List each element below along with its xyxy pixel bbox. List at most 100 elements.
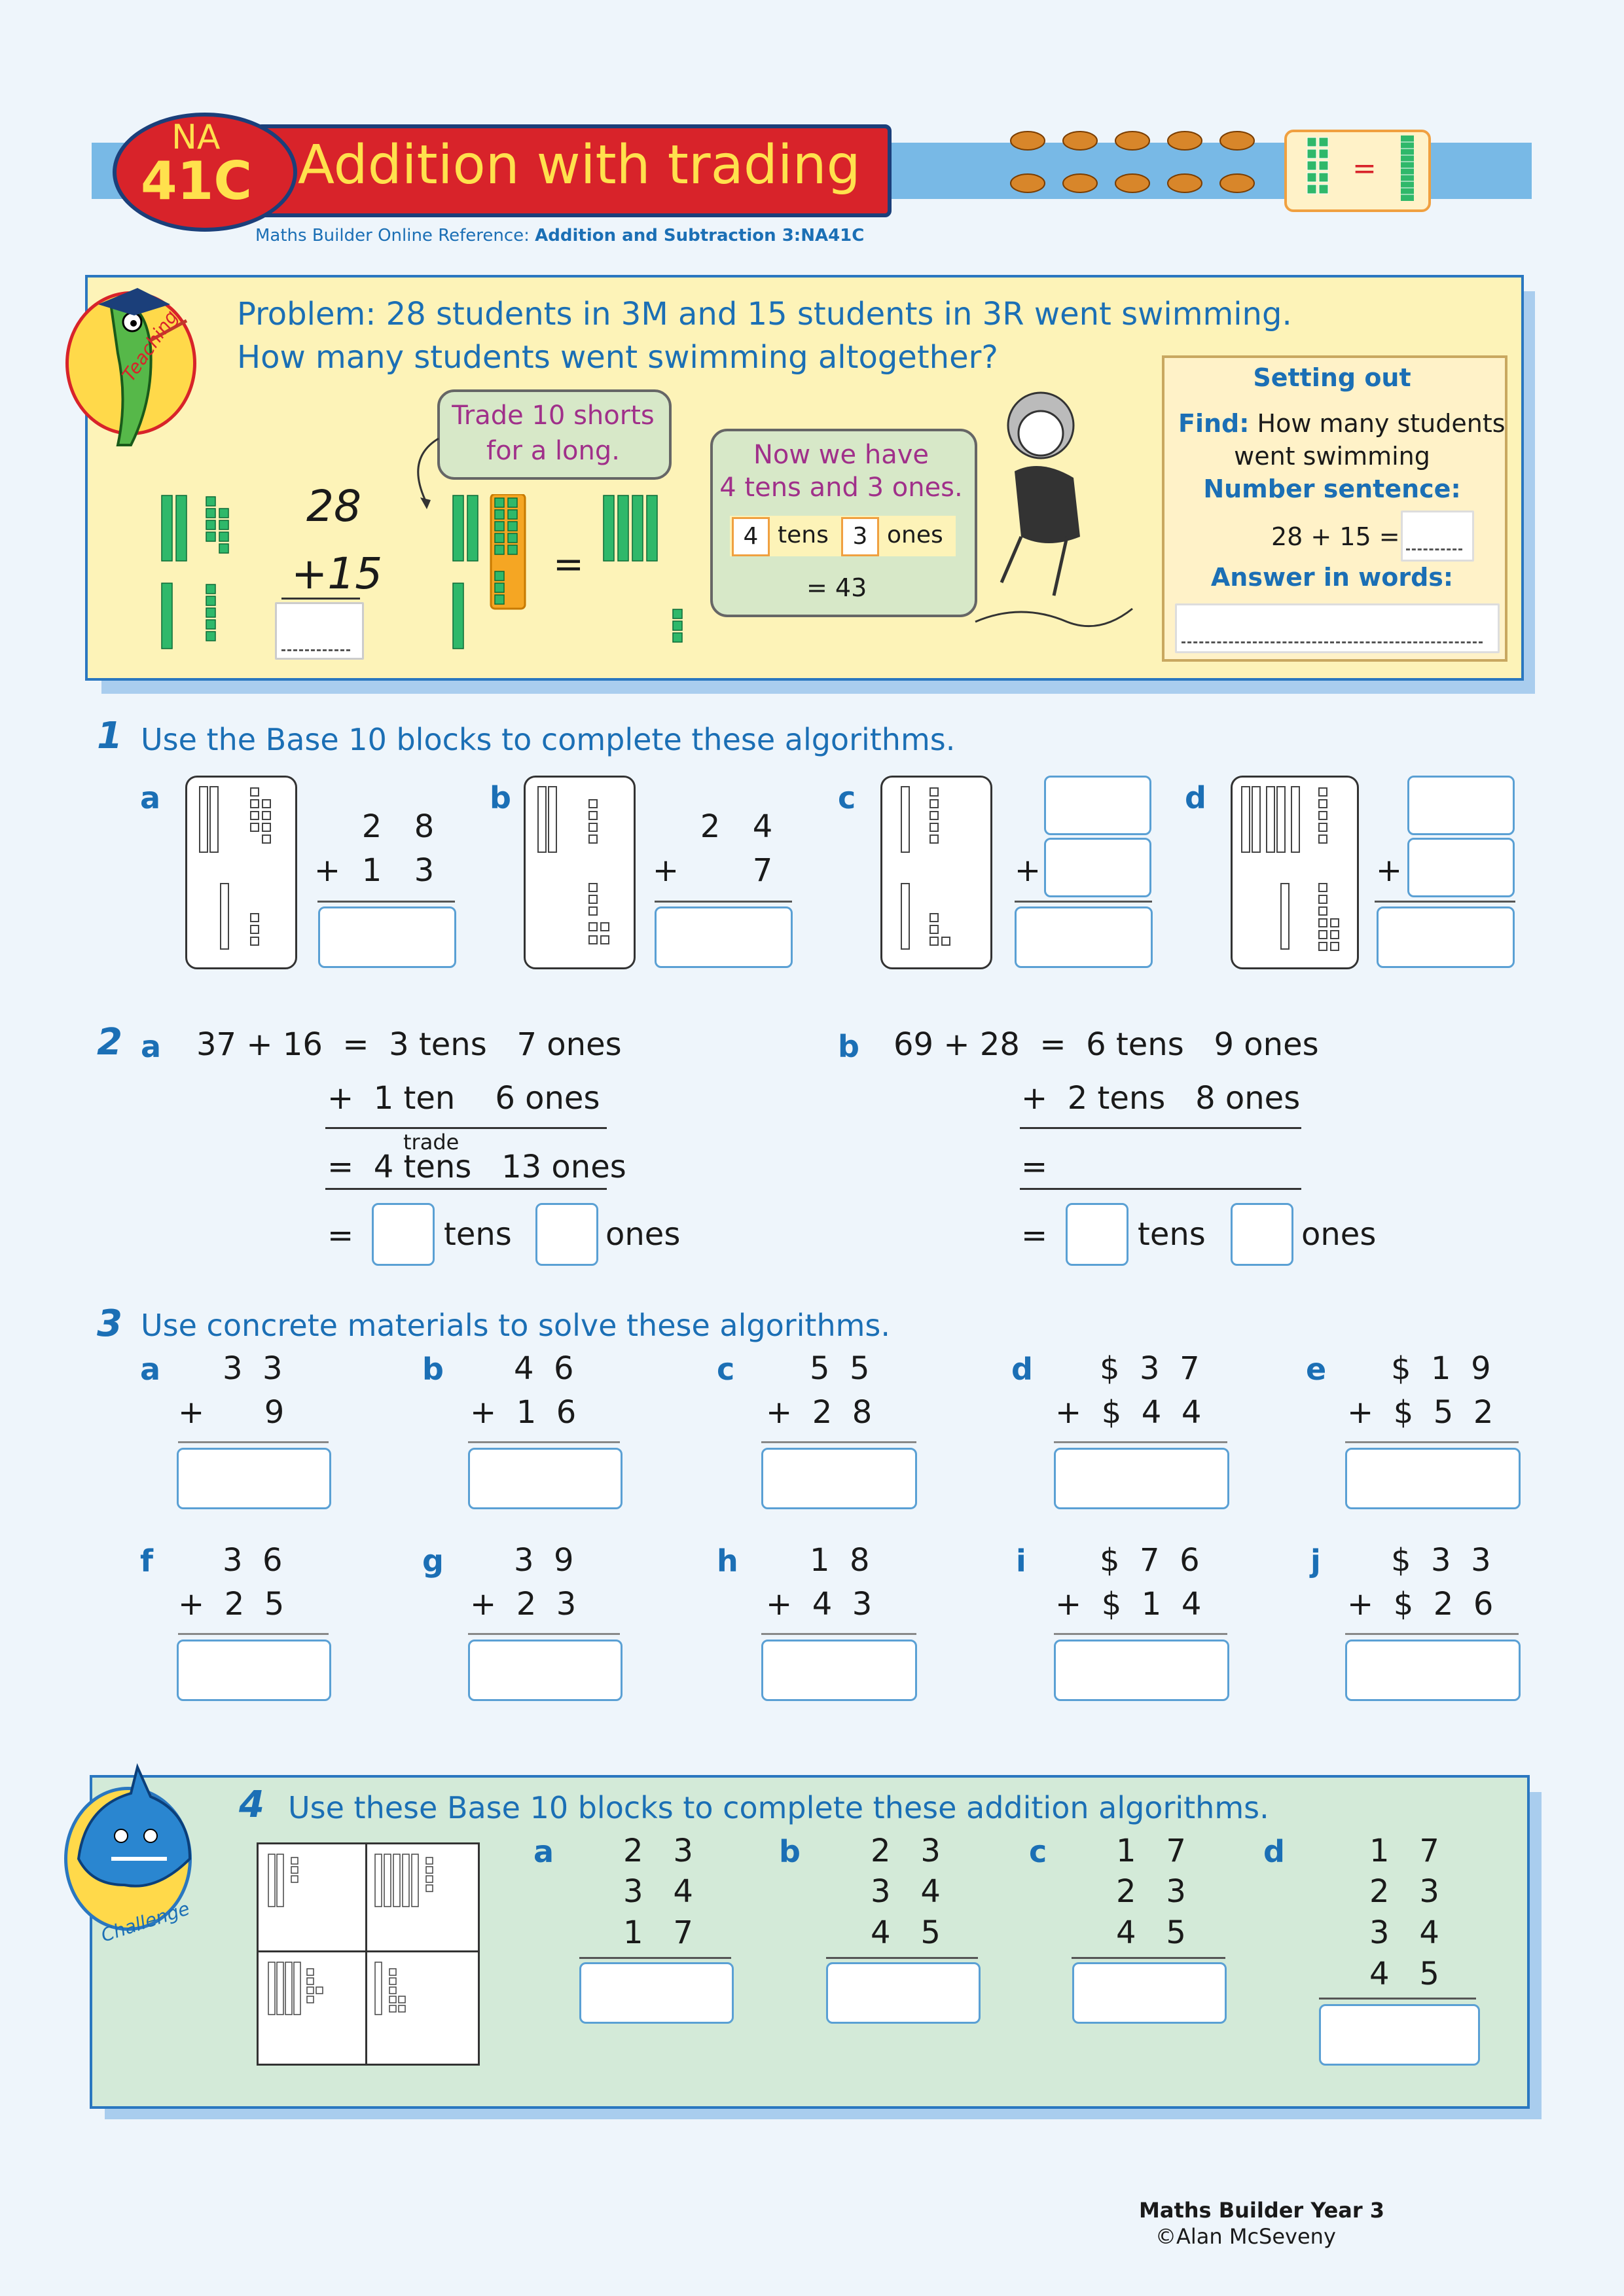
q1a-plus: + <box>314 852 341 889</box>
q1a-bottom-tens: 1 <box>361 852 382 889</box>
q4d-row1: 1 7 <box>1369 1833 1439 1869</box>
q1c-plus: + <box>1014 852 1041 889</box>
q4d-answer-box[interactable] <box>1319 2004 1480 2066</box>
q1a-line <box>317 901 455 903</box>
q3g-bottom: + 2 3 <box>470 1586 577 1623</box>
q1c-top-box[interactable] <box>1044 776 1151 835</box>
online-reference: Maths Builder Online Reference: Addition… <box>255 226 865 245</box>
q1b-line <box>655 901 792 903</box>
q4c-row3: 4 5 <box>1116 1914 1186 1951</box>
vertical-line <box>281 598 360 600</box>
q3i-top: $ 7 6 <box>1100 1542 1200 1579</box>
q3-number: 3 <box>97 1302 122 1345</box>
q1d-line <box>1375 901 1515 903</box>
q2-number: 2 <box>97 1021 122 1064</box>
q1d-top-box[interactable] <box>1407 776 1515 835</box>
q3f-top: 3 6 <box>223 1542 283 1579</box>
q4b-answer-box[interactable] <box>826 1962 981 2024</box>
tens-label: tens <box>778 522 829 548</box>
trade-bubble <box>437 389 672 480</box>
number-sentence-box[interactable] <box>1401 511 1474 562</box>
q2a-label: a <box>141 1029 162 1064</box>
q1d-bottom-box[interactable] <box>1407 838 1515 897</box>
q1a-top-ones: 8 <box>414 808 435 845</box>
shorts-icon <box>1307 137 1329 194</box>
q2a-ones-label: ones <box>605 1216 681 1253</box>
q3i-answer-box[interactable] <box>1054 1640 1229 1701</box>
q3e-bottom: + $ 5 2 <box>1347 1394 1494 1431</box>
q3g-answer-box[interactable] <box>468 1640 623 1701</box>
q3h-top: 1 8 <box>810 1542 870 1579</box>
q2a-line3: = 4 tens 13 ones <box>327 1149 626 1185</box>
q3i-line <box>1054 1633 1227 1635</box>
q2b-tens-box[interactable] <box>1066 1203 1128 1266</box>
q3f-answer-box[interactable] <box>177 1640 331 1701</box>
q3c-line <box>761 1441 916 1443</box>
q3d-answer-box[interactable] <box>1054 1448 1229 1509</box>
code-badge <box>113 113 297 232</box>
q1c-blocks-art <box>901 786 950 950</box>
q1a-answer-box[interactable] <box>318 906 456 968</box>
q3e-answer-box[interactable] <box>1345 1448 1521 1509</box>
q3d-line <box>1054 1441 1227 1443</box>
q3c-top: 5 5 <box>810 1350 870 1387</box>
q1d-answer-box[interactable] <box>1377 906 1515 968</box>
trade-bubble-text: Trade 10 shorts for a long. <box>452 401 655 466</box>
answer-in-words-box[interactable] <box>1175 603 1500 653</box>
q3b-top: 4 6 <box>514 1350 574 1387</box>
page-title: Addition with trading <box>298 134 861 196</box>
q3g-top: 3 9 <box>514 1542 574 1579</box>
q3c-answer-box[interactable] <box>761 1448 917 1509</box>
q3f-label: f <box>140 1543 154 1579</box>
blocks-43 <box>603 495 683 643</box>
q3g-label: g <box>422 1543 444 1579</box>
q1b-plus: + <box>652 852 679 889</box>
q2a-tens-box[interactable] <box>372 1203 435 1266</box>
q1d-blocks-art <box>1241 786 1339 951</box>
q3e-top: $ 1 9 <box>1391 1350 1491 1387</box>
q2a-rule-1 <box>325 1127 607 1129</box>
q4c-row2: 2 3 <box>1116 1873 1186 1910</box>
q1c-line <box>1015 901 1152 903</box>
q4a-answer-box[interactable] <box>579 1962 734 2024</box>
find-line-1: Find: How many students <box>1178 409 1506 438</box>
find-line-2: went swimming <box>1234 442 1430 471</box>
q3j-answer-box[interactable] <box>1345 1640 1521 1701</box>
q3b-answer-box[interactable] <box>468 1448 623 1509</box>
vertical-answer-dash <box>281 649 350 651</box>
q1a-blocks-art <box>199 786 271 950</box>
vertical-plus-15: +15 <box>291 548 383 599</box>
blocks-28-15 <box>161 495 229 649</box>
q3i-label: i <box>1016 1543 1026 1579</box>
q3a-answer-box[interactable] <box>177 1448 331 1509</box>
q2b-ones-label: ones <box>1301 1216 1377 1253</box>
q3d-label: d <box>1011 1352 1033 1387</box>
q3h-answer-box[interactable] <box>761 1640 917 1701</box>
q1c-answer-box[interactable] <box>1015 906 1153 968</box>
q3j-top: $ 3 3 <box>1391 1542 1491 1579</box>
q4c-row1: 1 7 <box>1116 1833 1186 1869</box>
problem-line-1: Problem: 28 students in 3M and 15 studen… <box>237 296 1292 332</box>
q1c-bottom-box[interactable] <box>1044 838 1151 897</box>
q2b-eq: = <box>1021 1217 1048 1254</box>
q2a-ones-box[interactable] <box>535 1203 598 1266</box>
q3d-top: $ 3 7 <box>1100 1350 1200 1387</box>
q2b-label: b <box>838 1029 859 1064</box>
q1d-label: d <box>1185 780 1206 816</box>
q2b-rule-2 <box>1020 1188 1301 1190</box>
blocks-traded <box>452 494 526 649</box>
q1b-answer-box[interactable] <box>655 906 793 968</box>
q4b-line <box>826 1957 978 1959</box>
q4c-line <box>1072 1957 1225 1959</box>
q4-instruction: Use these Base 10 blocks to complete the… <box>288 1790 1269 1825</box>
problem-line-2: How many students went swimming altogeth… <box>237 339 998 376</box>
q1c-label: c <box>838 780 856 816</box>
q4d-row4: 4 5 <box>1369 1956 1439 1992</box>
q2b-ones-box[interactable] <box>1231 1203 1293 1266</box>
q3b-bottom: + 1 6 <box>470 1394 577 1431</box>
q1b-label: b <box>490 780 511 816</box>
q4c-answer-box[interactable] <box>1072 1962 1227 2024</box>
now-bubble-line1: Now we have <box>753 440 929 470</box>
q4d-row2: 2 3 <box>1369 1873 1439 1910</box>
q3h-line <box>761 1633 916 1635</box>
